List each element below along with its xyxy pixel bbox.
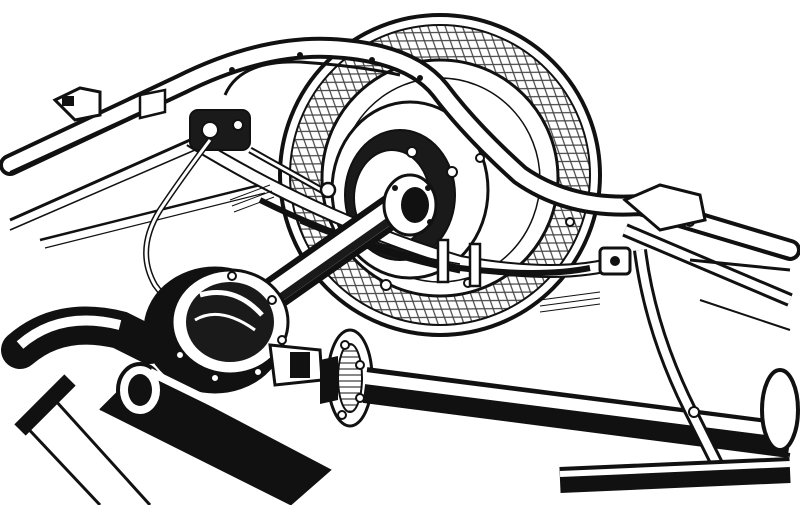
exhaust-tube — [1, 306, 332, 505]
rail-end-bracket — [52, 86, 167, 122]
right-frame-bracket — [622, 183, 793, 474]
shading-hatch — [229, 184, 601, 313]
rear-frame-tube — [559, 368, 800, 493]
lower-cross-member — [14, 374, 152, 505]
shock-absorber-mount — [189, 109, 337, 199]
leaf-spring — [186, 134, 632, 288]
axle-tube — [248, 173, 438, 317]
chassis-side-rail — [0, 36, 800, 261]
propeller-shaft — [362, 367, 793, 458]
